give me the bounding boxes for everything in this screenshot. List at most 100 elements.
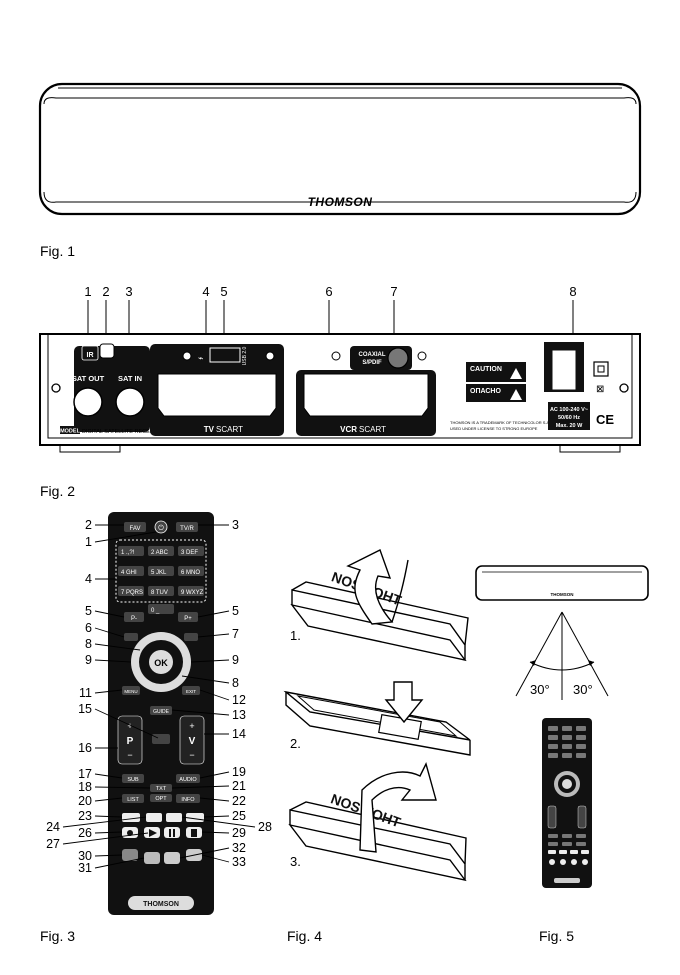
svg-text:9: 9: [232, 653, 239, 667]
svg-text:OPT: OPT: [155, 796, 167, 802]
rear-callout-6: 6: [325, 284, 332, 299]
svg-text:THOMSON: THOMSON: [551, 592, 574, 597]
ir-angle-diagram: THOMSON 30° 30°: [475, 565, 649, 888]
svg-text:9 WXYZ: 9 WXYZ: [181, 590, 204, 596]
svg-text:8 TUV: 8 TUV: [151, 590, 168, 596]
svg-text:5 JKL: 5 JKL: [151, 570, 167, 576]
svg-text:GUIDE: GUIDE: [153, 709, 170, 715]
coaxial-label-2: S/PDIF: [362, 360, 382, 366]
svg-text:18: 18: [78, 780, 92, 794]
svg-text:⊠: ⊠: [596, 384, 604, 395]
power-rating-1: AC 100-240 V~: [550, 407, 588, 413]
svg-text:5: 5: [232, 604, 239, 618]
coaxial-label-1: COAXIAL: [359, 352, 386, 358]
svg-text:4 GHI: 4 GHI: [121, 570, 137, 576]
svg-text:P: P: [127, 736, 134, 747]
svg-text:THOMSON: THOMSON: [143, 901, 179, 908]
vcr-scart-connector: [303, 373, 429, 417]
svg-text:0 _: 0 _: [151, 608, 160, 614]
trademark-line-2: USED UNDER LICENSE TO STRONG EUROPE: [450, 426, 538, 431]
svg-text:30: 30: [78, 849, 92, 863]
svg-text:1 .,?!: 1 .,?!: [121, 550, 135, 556]
svg-text:29: 29: [232, 826, 246, 840]
model-tag: MODEL: [60, 429, 81, 435]
ir-label: IR: [87, 352, 94, 359]
svg-text:11: 11: [79, 686, 92, 700]
rear-callout-5: 5: [220, 284, 227, 299]
sat-in-connector: [115, 387, 145, 417]
fig-1-caption: Fig. 1: [40, 243, 76, 259]
svg-text:−: −: [127, 750, 132, 760]
svg-text:19: 19: [232, 765, 246, 779]
tv-scart-bold: TV: [204, 425, 215, 434]
svg-text:9: 9: [85, 653, 92, 667]
step-1: 1.: [290, 628, 301, 643]
svg-text:8: 8: [232, 676, 239, 690]
svg-text:TXT: TXT: [156, 786, 167, 792]
power-rating-2: 50/60 Hz: [558, 415, 580, 421]
svg-text:1: 1: [85, 535, 92, 549]
sat-out-label: SAT OUT: [72, 374, 105, 383]
svg-text:⏻: ⏻: [158, 524, 164, 532]
svg-text:5: 5: [85, 604, 92, 618]
svg-text:2 ABC: 2 ABC: [151, 550, 169, 556]
svg-text:33: 33: [232, 855, 246, 869]
svg-text:4: 4: [85, 572, 92, 586]
sat-in-label: SAT IN: [118, 374, 142, 383]
svg-text:26: 26: [78, 826, 92, 840]
tv-scart-connector: [157, 373, 277, 417]
svg-text:8: 8: [85, 637, 92, 651]
close-arrow: [359, 762, 437, 853]
angle-left: 30°: [530, 682, 550, 697]
svg-text:7: 7: [232, 627, 239, 641]
usb-port: [209, 347, 241, 363]
svg-text:15: 15: [78, 702, 92, 716]
sat-out-connector: [73, 387, 103, 417]
battery-steps: NOSWOHT 1. 2. NOSWOHT 3.: [283, 549, 471, 882]
rear-callout-3: 3: [125, 284, 132, 299]
svg-text:FAV: FAV: [130, 526, 141, 532]
fig-4-caption: Fig. 4: [287, 928, 323, 944]
trademark-line-1: THOMSON IS A TRADEMARK OF TECHNICOLOR S.…: [450, 420, 550, 425]
vcr-scart-bold: VCR: [340, 425, 357, 434]
svg-text:TV/R: TV/R: [180, 526, 194, 532]
svg-text:21: 21: [232, 779, 246, 793]
svg-text:AUDIO: AUDIO: [179, 777, 197, 783]
ok-button: [149, 650, 173, 674]
svg-text:27: 27: [46, 837, 60, 851]
rear-callout-1: 1: [84, 284, 91, 299]
svg-text:MENU: MENU: [124, 689, 137, 694]
front-brand-logo: THOMSON: [308, 195, 373, 209]
svg-text:31: 31: [78, 861, 92, 875]
svg-text:20: 20: [78, 794, 92, 808]
rear-callout-4: 4: [202, 284, 209, 299]
svg-text:32: 32: [232, 841, 246, 855]
usb-label: USB 2.0: [242, 346, 248, 365]
svg-text:14: 14: [232, 727, 246, 741]
power-button: [154, 520, 168, 534]
svg-text:LIST: LIST: [127, 797, 139, 803]
svg-text:EXIT: EXIT: [186, 689, 196, 694]
svg-text:6 MNO: 6 MNO: [181, 570, 200, 576]
step-3: 3.: [290, 854, 301, 869]
angle-right: 30°: [573, 682, 593, 697]
svg-text:P+: P+: [184, 616, 192, 622]
svg-text:SUB: SUB: [127, 777, 139, 783]
ce-mark: CE: [596, 412, 614, 427]
svg-text:P-: P-: [131, 616, 137, 622]
svg-text:16: 16: [78, 741, 92, 755]
vcr-scart-rest: SCART: [359, 425, 386, 434]
caution-label: CAUTION: [470, 366, 502, 373]
svg-text:22: 22: [232, 794, 246, 808]
coaxial-connector: [387, 347, 409, 369]
svg-text:+: +: [189, 721, 194, 731]
svg-text:28: 28: [258, 820, 272, 834]
svg-text:17: 17: [78, 767, 92, 781]
svg-text:12: 12: [232, 693, 246, 707]
fig-3-caption: Fig. 3: [40, 928, 76, 944]
svg-text:OK: OK: [154, 658, 168, 668]
svg-text:−: −: [189, 750, 194, 760]
insert-arrow: [384, 681, 424, 724]
